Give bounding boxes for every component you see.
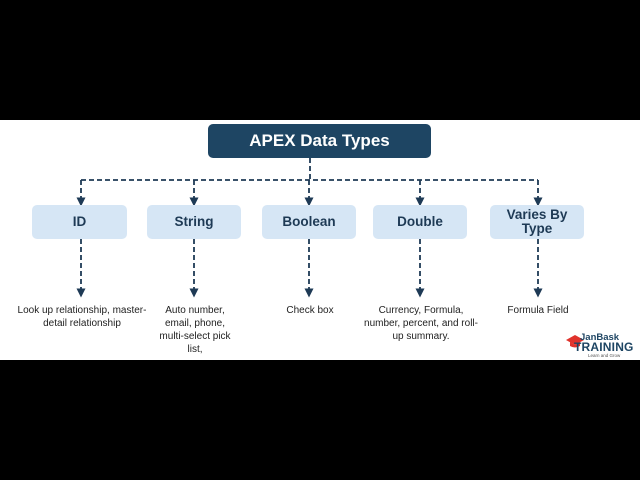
description-varies-by-type: Formula Field — [507, 305, 569, 316]
category-box-id: ID — [32, 205, 127, 239]
category-box-varies-by-type: Varies By Type — [490, 205, 584, 239]
diagram-title: APEX Data Types — [208, 124, 431, 158]
description-string: Auto number, email, phone, multi-select … — [159, 305, 231, 355]
graduation-cap-icon — [566, 335, 584, 348]
category-box-double: Double — [373, 205, 467, 239]
category-box-string: String — [147, 205, 241, 239]
description-boolean: Check box — [286, 305, 334, 316]
logo-tagline: Learn and Grow — [588, 353, 621, 358]
diagram-panel: APEX Data Types ID String Boolean Double… — [0, 120, 640, 360]
logo-brand-main: TRAINING — [574, 340, 634, 354]
category-box-boolean: Boolean — [262, 205, 356, 239]
description-id: Look up relationship, master-detail rela… — [17, 305, 147, 329]
janbask-logo: JanBask TRAINING Learn and Grow — [566, 332, 638, 358]
connector-lines — [76, 158, 543, 298]
description-double: Currency, Formula, number, percent, and … — [364, 305, 478, 342]
logo-brand-top: JanBask — [580, 332, 620, 343]
